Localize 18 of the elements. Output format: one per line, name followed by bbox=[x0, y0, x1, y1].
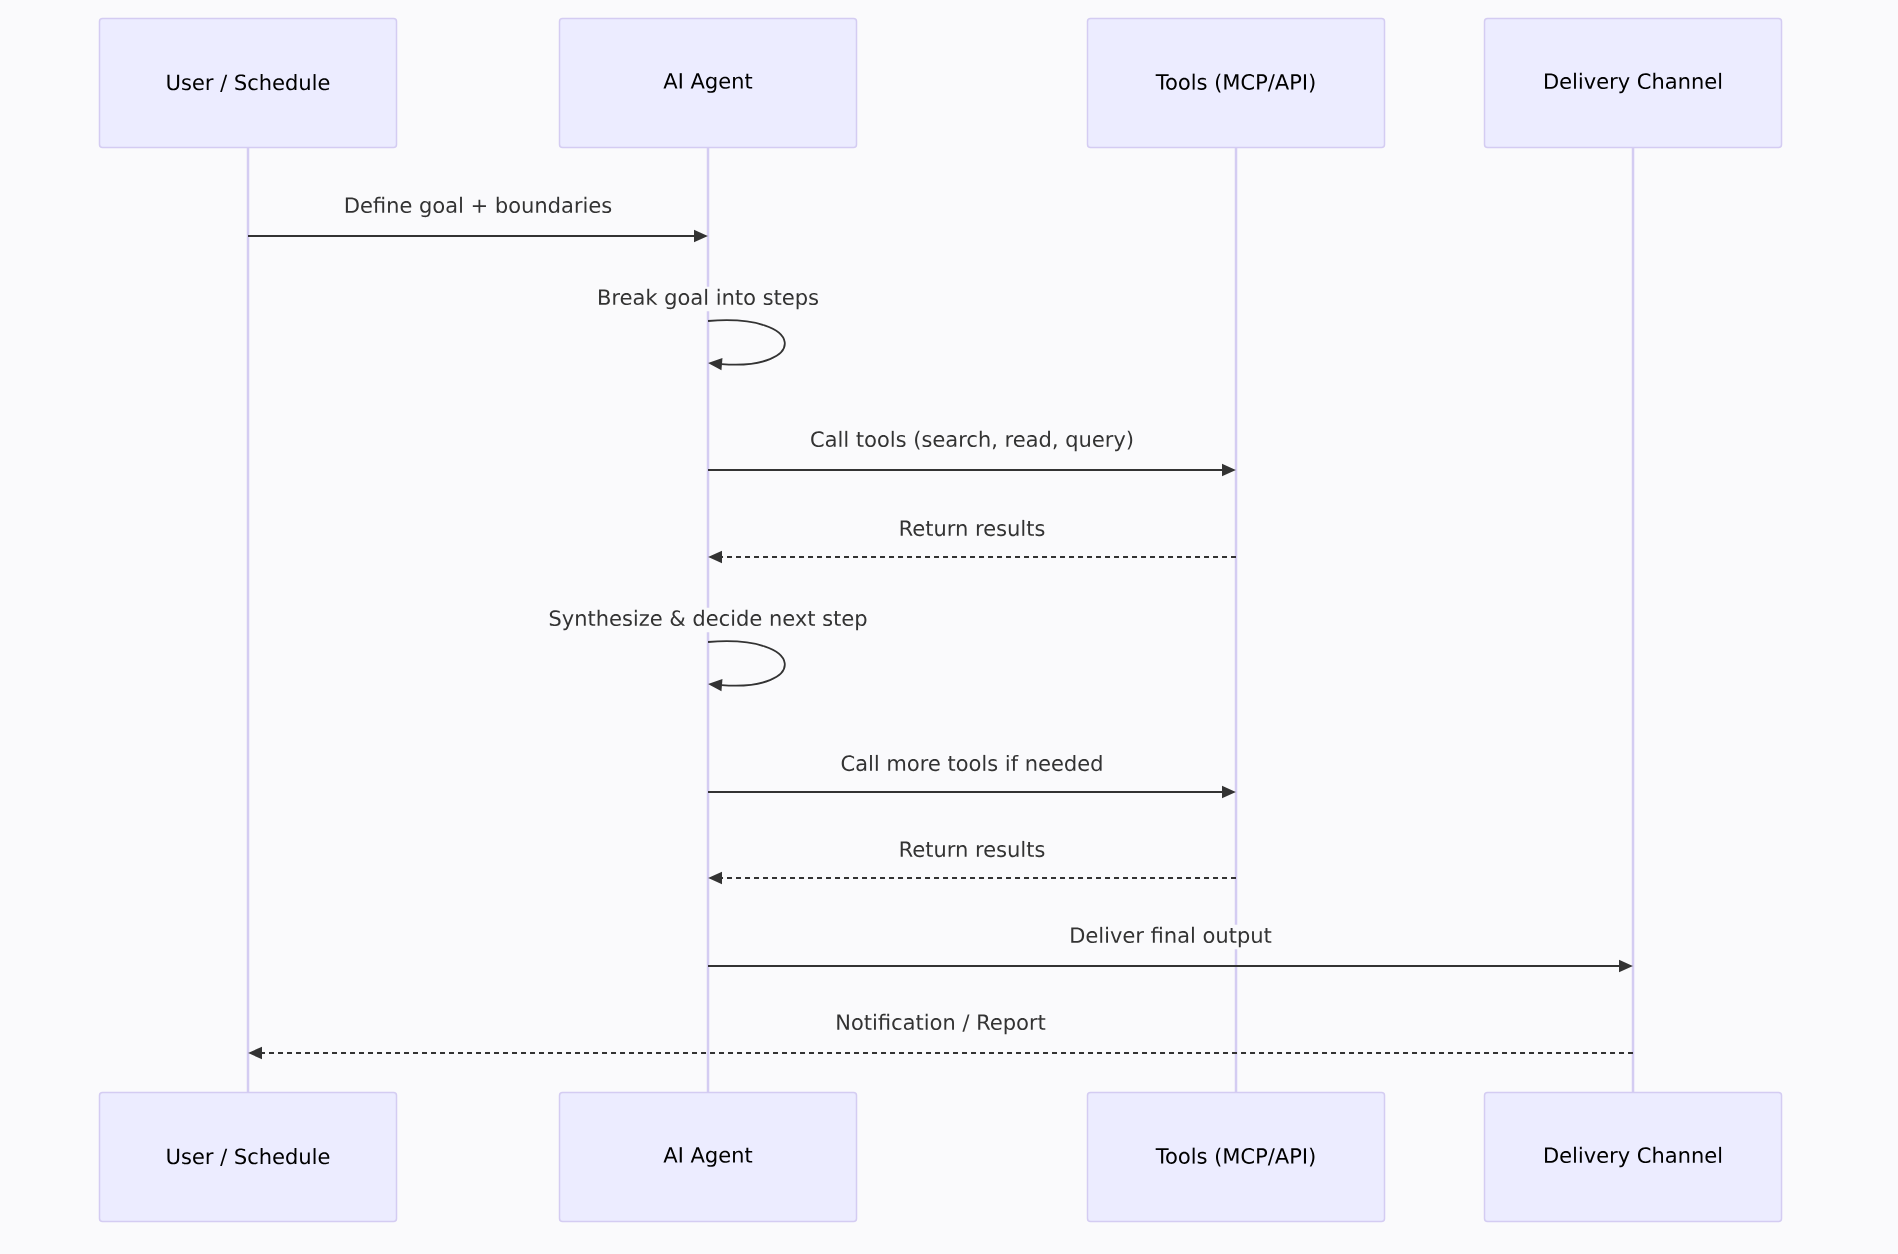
participant-box: Tools (MCP/API) bbox=[1086, 17, 1386, 149]
participant-box: AI Agent bbox=[558, 17, 858, 149]
participant-box: Delivery Channel bbox=[1483, 17, 1783, 149]
self-message-arrow bbox=[707, 640, 786, 692]
edge-label: Synthesize & decide next step bbox=[546, 607, 870, 633]
edge-label: Call tools (search, read, query) bbox=[808, 428, 1136, 454]
edge-label: Deliver final output bbox=[1067, 924, 1274, 950]
participant-box: Delivery Channel bbox=[1483, 1091, 1783, 1223]
edge-label: Notification / Report bbox=[833, 1011, 1048, 1037]
edge-label: Define goal + boundaries bbox=[341, 194, 615, 220]
participant-box: User / Schedule bbox=[98, 17, 398, 149]
participant-box: AI Agent bbox=[558, 1091, 858, 1223]
self-message-arrow bbox=[707, 319, 786, 371]
edge-label: Break goal into steps bbox=[595, 286, 821, 312]
lifeline bbox=[246, 148, 250, 1092]
lifeline bbox=[1631, 148, 1635, 1092]
participant-box: Tools (MCP/API) bbox=[1086, 1091, 1386, 1223]
participant-box: User / Schedule bbox=[98, 1091, 398, 1223]
